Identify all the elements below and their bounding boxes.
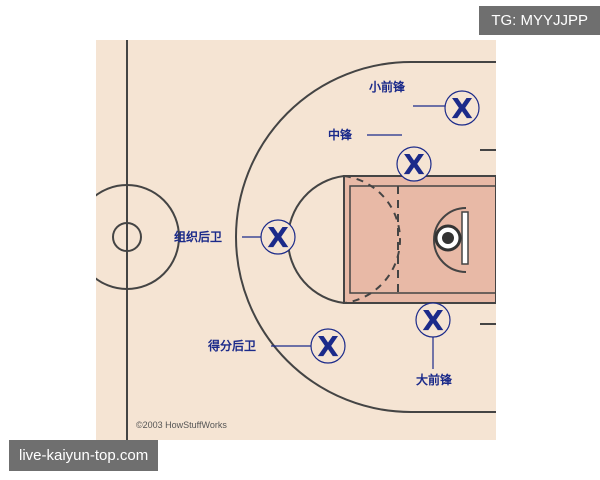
marker-shooting-guard: X: [310, 328, 346, 364]
label-shooting-guard: 得分后卫: [207, 338, 256, 353]
marker-shooting-guard-symbol: X: [317, 330, 339, 363]
marker-point-guard: X: [260, 219, 296, 255]
watermark-bottom: live-kaiyun-top.com: [9, 440, 159, 471]
court-svg: 小前锋 中锋 组织后卫 得分后卫 大前锋 X X X X X ©2003 How…: [96, 40, 496, 440]
backboard: [461, 211, 469, 265]
label-power-forward: 大前锋: [416, 372, 453, 387]
marker-power-forward: X: [415, 302, 451, 338]
marker-center-symbol: X: [403, 148, 425, 181]
center-circle-inner: [112, 222, 142, 252]
watermark-top: TG: MYYJJPP: [479, 6, 600, 35]
restricted-arc: [433, 207, 467, 273]
basketball-court-diagram: 小前锋 中锋 组织后卫 得分后卫 大前锋 X X X X X ©2003 How…: [96, 40, 496, 440]
paint-area: [343, 175, 496, 304]
hoop-center: [442, 232, 454, 244]
copyright-text: ©2003 HowStuffWorks: [136, 420, 227, 430]
label-small-forward: 小前锋: [369, 79, 406, 94]
marker-small-forward: X: [444, 90, 480, 126]
marker-point-guard-symbol: X: [267, 221, 289, 254]
center-circle: [96, 184, 180, 290]
paint-inner-line: [349, 185, 496, 294]
marker-small-forward-symbol: X: [451, 92, 473, 125]
free-throw-circle-dashed: [343, 175, 402, 304]
label-point-guard: 组织后卫: [174, 229, 222, 244]
label-center: 中锋: [328, 127, 353, 142]
marker-center: X: [396, 146, 432, 182]
three-point-line: [235, 61, 496, 413]
marker-power-forward-symbol: X: [422, 304, 444, 337]
